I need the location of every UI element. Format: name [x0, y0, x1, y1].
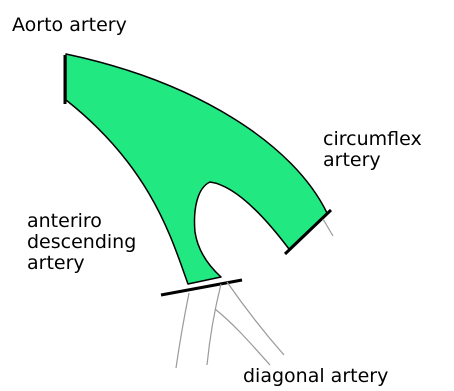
anterior-descending-continuation-right [207, 284, 221, 365]
aorto-artery-label: Aorto artery [12, 15, 127, 36]
anterior-descending-cut-line [161, 280, 242, 295]
circumflex-continuation [323, 219, 333, 236]
diagonal-artery-label: diagonal artery [243, 366, 388, 387]
anterior-descending-artery-label: anteriro descending artery [27, 211, 136, 274]
anterior-descending-continuation-left [176, 293, 189, 368]
circumflex-artery-label: circumflex artery [323, 129, 422, 171]
diagonal-branch-outer [227, 282, 284, 355]
diagonal-branch-inner [215, 309, 270, 365]
